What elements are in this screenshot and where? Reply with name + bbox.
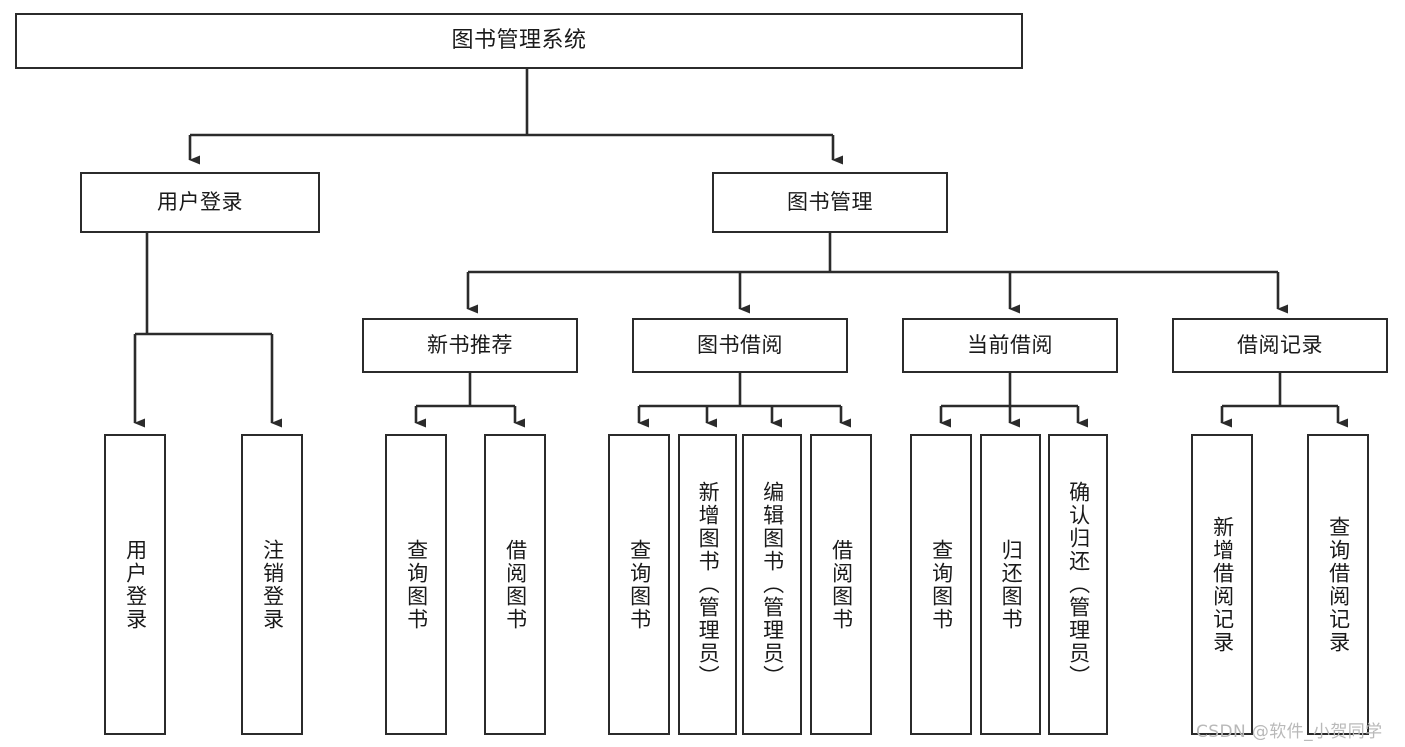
node-user-login[interactable]: 用户登录 (80, 172, 320, 233)
leaf-edit-book-admin[interactable]: 编辑图书（管理员） (742, 434, 802, 735)
leaf-query-book-current[interactable]: 查询图书 (910, 434, 972, 735)
node-label: 查询图书 (627, 538, 652, 631)
node-label: 图书管理 (787, 189, 873, 214)
leaf-add-borrow-record[interactable]: 新增借阅记录 (1191, 434, 1253, 735)
node-current-borrow[interactable]: 当前借阅 (902, 318, 1118, 373)
node-label: 新增借阅记录 (1210, 515, 1235, 654)
leaf-confirm-return-admin[interactable]: 确认归还（管理员） (1048, 434, 1108, 735)
node-label: 新增图书（管理员） (696, 481, 721, 688)
node-label: 查询图书 (404, 538, 429, 631)
node-root-system[interactable]: 图书管理系统 (15, 13, 1023, 69)
node-label: 查询借阅记录 (1326, 515, 1351, 654)
node-label: 借阅记录 (1237, 332, 1323, 357)
node-label: 图书管理系统 (451, 28, 587, 54)
csdn-watermark: CSDN @软件_小贺同学 (1196, 722, 1383, 742)
node-label: 用户登录 (123, 538, 148, 631)
node-label: 新书推荐 (427, 332, 513, 357)
node-label: 编辑图书（管理员） (760, 481, 785, 688)
leaf-query-borrow-record[interactable]: 查询借阅记录 (1307, 434, 1369, 735)
leaf-add-book-admin[interactable]: 新增图书（管理员） (678, 434, 737, 735)
node-book-management[interactable]: 图书管理 (712, 172, 948, 233)
leaf-borrow-book[interactable]: 借阅图书 (810, 434, 872, 735)
node-label: 借阅图书 (829, 538, 854, 631)
node-label: 当前借阅 (967, 332, 1053, 357)
node-label: 查询图书 (929, 538, 954, 631)
node-label: 确认归还（管理员） (1066, 481, 1091, 688)
node-label: 借阅图书 (503, 538, 528, 631)
node-label: 注销登录 (260, 538, 285, 631)
leaf-logout[interactable]: 注销登录 (241, 434, 303, 735)
node-new-book-recommend[interactable]: 新书推荐 (362, 318, 578, 373)
node-label: 用户登录 (157, 189, 243, 214)
node-book-borrow[interactable]: 图书借阅 (632, 318, 848, 373)
leaf-query-book-recommend[interactable]: 查询图书 (385, 434, 447, 735)
node-label: 归还图书 (999, 538, 1024, 631)
leaf-user-login[interactable]: 用户登录 (104, 434, 166, 735)
node-borrow-record[interactable]: 借阅记录 (1172, 318, 1388, 373)
leaf-borrow-book-recommend[interactable]: 借阅图书 (484, 434, 546, 735)
leaf-return-book[interactable]: 归还图书 (980, 434, 1041, 735)
leaf-query-book-borrow[interactable]: 查询图书 (608, 434, 670, 735)
node-label: 图书借阅 (697, 332, 783, 357)
